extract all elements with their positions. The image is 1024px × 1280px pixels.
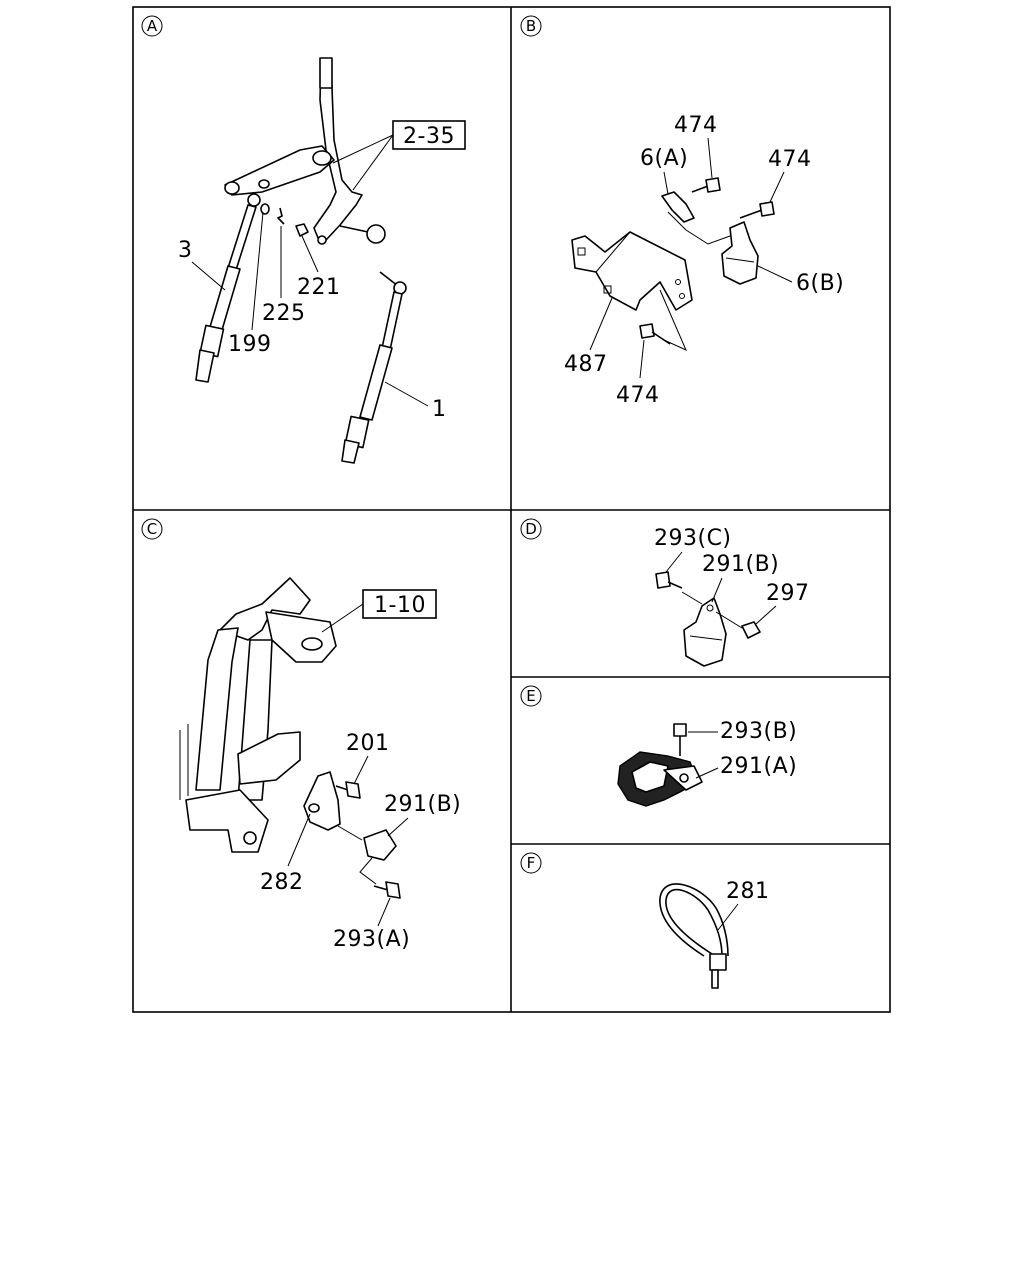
panel-d: D 293(C) 291(B) 297 xyxy=(520,518,810,667)
panel-c-letter: C xyxy=(147,520,157,538)
clamp-291b-c-illustration xyxy=(363,829,397,861)
callout-6a: 6(A) xyxy=(640,146,688,171)
callout-282: 282 xyxy=(260,870,304,895)
callout-221: 221 xyxy=(297,275,341,300)
callout-474-top: 474 xyxy=(674,113,718,138)
callout-487: 487 xyxy=(564,352,608,377)
callout-293a: 293(A) xyxy=(333,927,410,952)
panel-c: C 1-10 xyxy=(141,518,461,952)
panel-d-marker xyxy=(520,518,542,540)
bolt-293a-illustration xyxy=(373,881,401,899)
clamp-6b-illustration xyxy=(721,221,759,285)
shift-lever-illustration xyxy=(224,57,386,245)
ref-label-2-35: 2-35 xyxy=(403,124,455,149)
panel-a: A xyxy=(141,15,466,464)
nut-297-illustration xyxy=(741,621,761,639)
panel-e-marker xyxy=(520,685,542,707)
bolt-474-top-illustration xyxy=(691,177,721,193)
panel-f-marker xyxy=(520,852,542,874)
nut-221-illustration xyxy=(295,223,309,237)
panel-f: F 281 xyxy=(520,852,770,989)
cable-3-illustration xyxy=(195,193,261,383)
callout-1: 1 xyxy=(432,397,447,422)
panel-e-letter: E xyxy=(526,687,535,705)
callout-225: 225 xyxy=(262,301,306,326)
bolt-474-right-illustration xyxy=(739,201,775,219)
callout-199: 199 xyxy=(228,332,272,357)
bracket-487-illustration xyxy=(571,231,693,311)
clip-225-illustration xyxy=(276,207,285,225)
clamp-291a-illustration xyxy=(617,751,703,807)
washer-199-illustration xyxy=(260,203,270,215)
panel-frame xyxy=(132,6,891,1013)
panel-e: E 293(B) 291(A) xyxy=(520,685,797,807)
callout-291b-d: 291(B) xyxy=(702,552,779,577)
ref-label-1-10: 1-10 xyxy=(374,593,426,618)
callout-6b: 6(B) xyxy=(796,271,844,296)
callout-293c: 293(C) xyxy=(654,526,732,551)
panel-b-marker xyxy=(520,15,542,37)
panel-b-letter: B xyxy=(526,17,536,35)
callout-293b: 293(B) xyxy=(720,719,797,744)
callout-291b-c: 291(B) xyxy=(384,792,461,817)
callout-297: 297 xyxy=(766,581,810,606)
panel-d-letter: D xyxy=(525,520,537,538)
callout-474-bottom: 474 xyxy=(616,383,660,408)
clip-6a-illustration xyxy=(661,191,695,223)
bolt-293b-illustration xyxy=(673,723,687,756)
panel-c-marker xyxy=(141,518,163,540)
bracket-282-illustration xyxy=(303,771,341,831)
frame-support-illustration xyxy=(179,577,337,853)
cable-1-illustration xyxy=(341,271,407,464)
bolt-474-bottom-illustration xyxy=(639,323,671,345)
callout-3: 3 xyxy=(178,238,193,263)
panel-f-letter: F xyxy=(527,854,536,872)
clamp-291b-d-illustration xyxy=(683,597,727,667)
cable-tie-281-illustration xyxy=(659,883,729,989)
panel-b: B 474 xyxy=(520,15,844,408)
panel-a-marker xyxy=(141,15,163,37)
callout-291a: 291(A) xyxy=(720,754,797,779)
bolt-293c-illustration xyxy=(655,571,683,589)
bolt-201-illustration xyxy=(335,781,361,799)
callout-281: 281 xyxy=(726,879,770,904)
callout-201: 201 xyxy=(346,731,390,756)
panel-a-letter: A xyxy=(147,17,158,35)
callout-474-right: 474 xyxy=(768,147,812,172)
